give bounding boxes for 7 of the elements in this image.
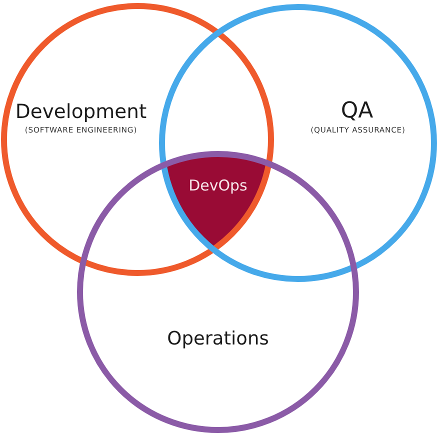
set-label: Operations <box>167 328 269 350</box>
venn-circle <box>77 151 359 433</box>
intersection-label: DevOps <box>188 177 248 195</box>
venn-circle <box>0 3 274 276</box>
set-label: Development <box>15 100 147 124</box>
set-label: QA <box>340 98 374 124</box>
venn-circle <box>159 4 437 282</box>
